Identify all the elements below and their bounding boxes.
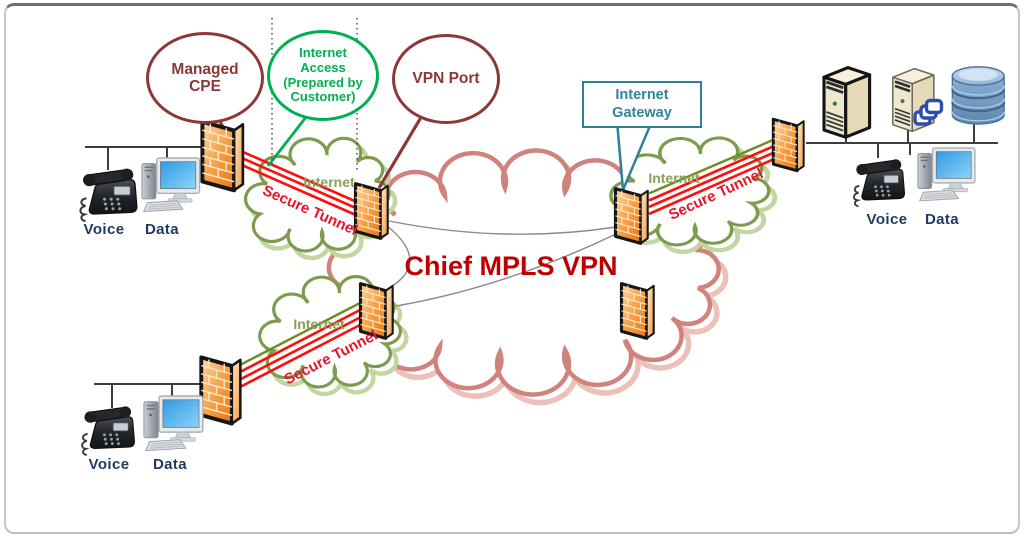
voice-label-bottomleft: Voice [88, 456, 130, 473]
managed-cpe-line2: CPE [189, 78, 221, 95]
firewall-icon-site-topleft [200, 119, 245, 193]
internet-access-line4: Customer) [290, 89, 356, 105]
internet-cloud-label-top-left: Internet [303, 174, 355, 190]
mpls-cloud-title: Chief MPLS VPN [404, 251, 618, 281]
tunnel-bottom-left [238, 301, 362, 389]
firewall-icon-site-right [771, 117, 806, 173]
phone-icon-topleft [79, 166, 138, 223]
managed-cpe-line1: Managed [171, 60, 239, 78]
workstation-icon-right [917, 147, 976, 202]
managed-cpe-callout: Managed CPE [146, 32, 264, 124]
mpls-core-links [385, 220, 617, 307]
tunnel-top-left [241, 150, 359, 217]
data-label-bottomleft: Data [152, 456, 188, 473]
vpn-port-callout-tail [377, 113, 425, 189]
phone-icon-bottomleft [81, 404, 136, 457]
workstation-icon-topleft [141, 157, 201, 213]
internet-cloud-label-top-right: Internet [648, 170, 700, 186]
internet-access-line2: Access [300, 59, 346, 75]
internet-access-callout: Internet Access (Prepared by Customer) [267, 30, 379, 121]
internet-access-callout-tail [266, 111, 312, 167]
workstation-icon-bottomleft [143, 395, 204, 452]
data-label-topleft: Data [144, 221, 180, 238]
voice-label-topleft: Voice [83, 221, 125, 238]
firewall-icon-mpls-inner [619, 282, 656, 340]
server-icon-1 [822, 66, 872, 139]
phone-icon-right [852, 157, 906, 208]
database-icon [951, 65, 1006, 126]
internet-gateway-line2: Gateway [612, 104, 672, 121]
internet-access-line1: Internet [299, 45, 347, 61]
voice-label-right: Voice [866, 211, 908, 228]
vpn-port-label: VPN Port [412, 70, 480, 88]
internet-cloud-label-bottom-left: Internet [293, 316, 345, 332]
data-label-right: Data [924, 211, 960, 228]
internet-gateway-callout: Internet Gateway [582, 81, 702, 128]
tunnel-top-right [648, 138, 775, 215]
firewall-icon-mpls-topright [613, 187, 650, 245]
internet-gateway-line1: Internet [615, 87, 669, 104]
firewall-icon-site-bottomleft [199, 355, 243, 426]
site-right-lan-bus [806, 122, 998, 158]
internet-access-line3: (Prepared by [283, 74, 363, 90]
vpn-port-callout: VPN Port [392, 34, 500, 124]
